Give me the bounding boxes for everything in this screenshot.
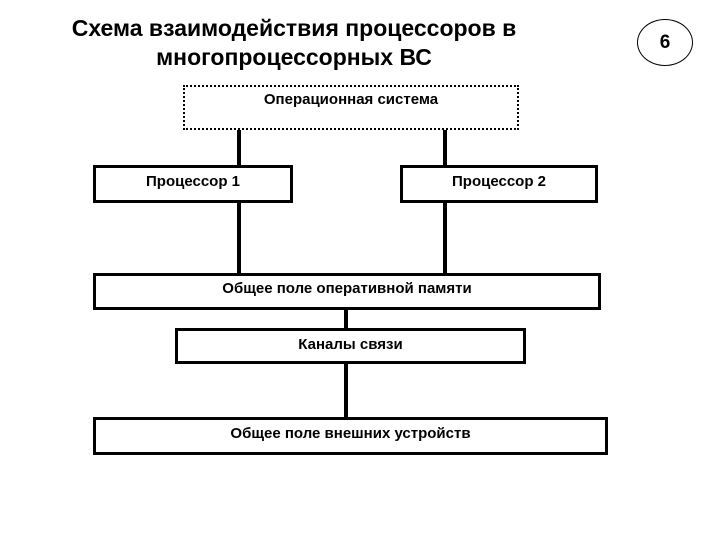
connector-processor2-memory <box>443 202 447 274</box>
connector-os-processor2 <box>443 130 447 166</box>
slide-title: Схема взаимодействия процессоров в много… <box>71 15 517 70</box>
connector-memory-channels <box>344 309 348 330</box>
node-processor-1-label: Процессор 1 <box>146 173 240 190</box>
node-shared-memory: Общее поле оперативной памяти <box>93 273 601 310</box>
node-external-devices-label: Общее поле внешних устройств <box>230 425 471 442</box>
node-external-devices: Общее поле внешних устройств <box>93 417 608 455</box>
page-number-badge: 6 <box>637 19 693 66</box>
node-processor-2: Процессор 2 <box>400 165 598 203</box>
node-operating-system: Операционная система <box>183 85 519 130</box>
node-communication-channels-label: Каналы связи <box>298 336 403 353</box>
node-shared-memory-label: Общее поле оперативной памяти <box>222 280 472 297</box>
node-processor-2-label: Процессор 2 <box>452 173 546 190</box>
page-number: 6 <box>659 31 671 53</box>
connector-channels-devices <box>344 363 348 418</box>
node-communication-channels: Каналы связи <box>175 328 526 364</box>
node-processor-1: Процессор 1 <box>93 165 293 203</box>
node-operating-system-label: Операционная система <box>263 91 439 108</box>
connector-os-processor1 <box>237 130 241 166</box>
connector-processor1-memory <box>237 202 241 274</box>
